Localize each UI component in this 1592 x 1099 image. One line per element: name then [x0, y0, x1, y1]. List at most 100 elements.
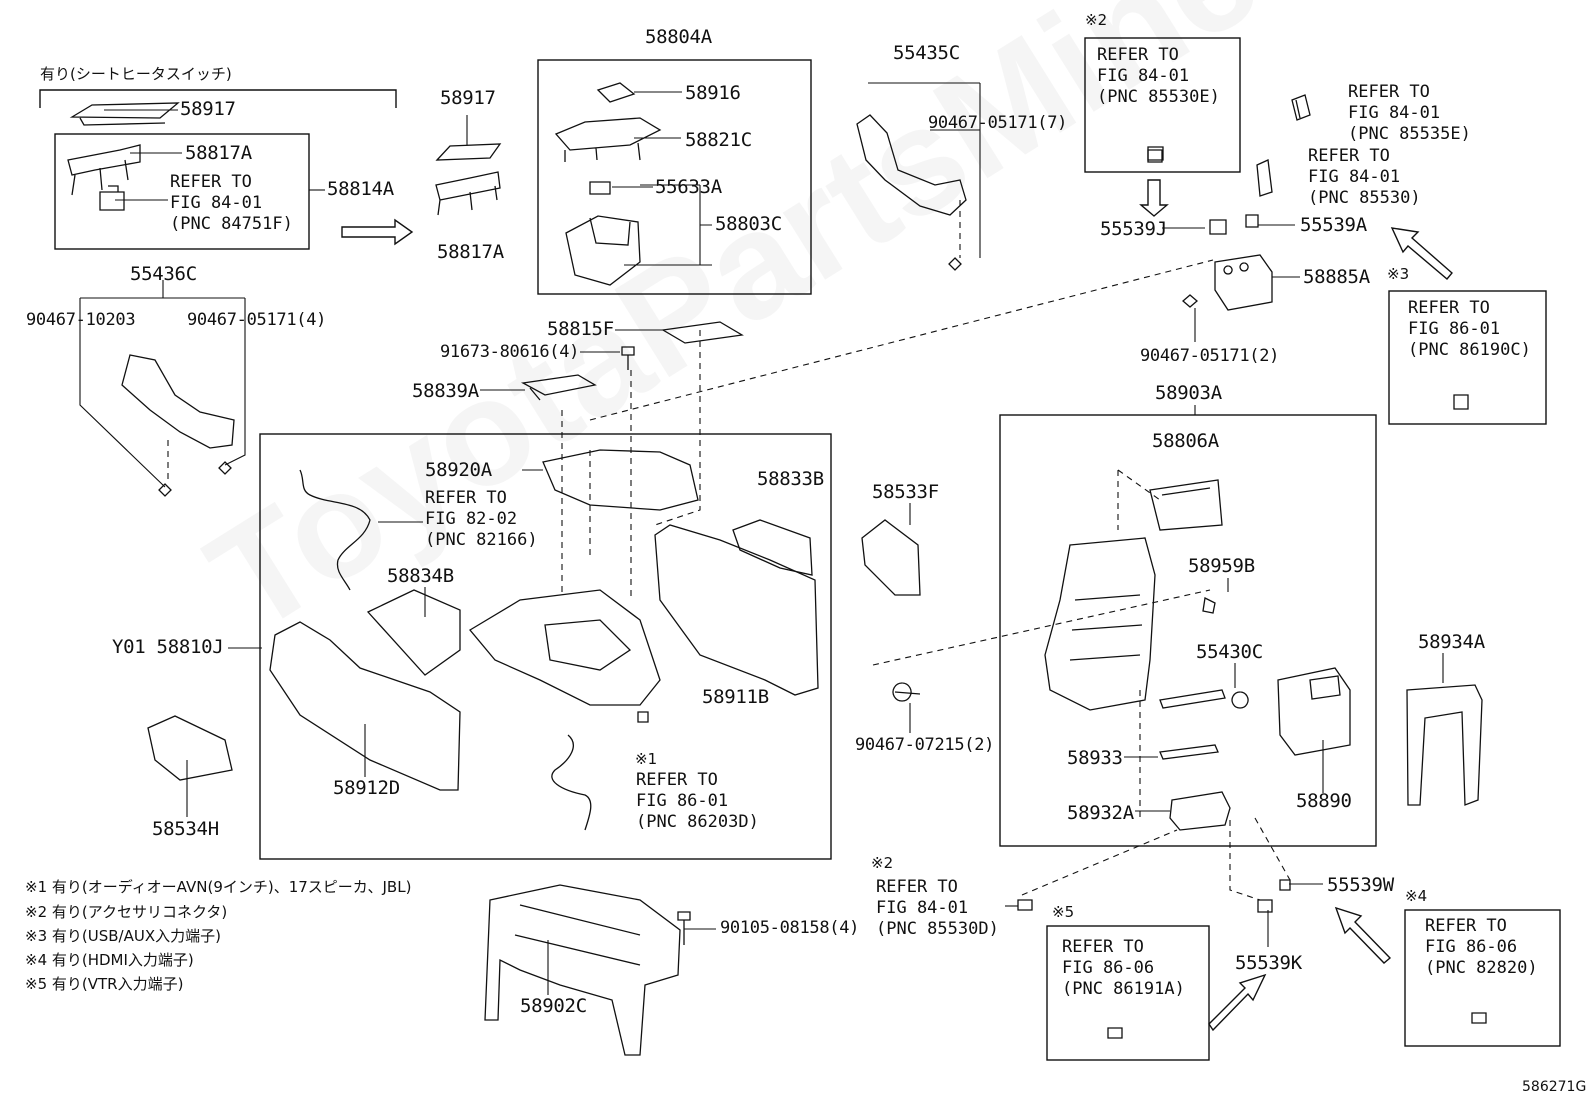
ref-line: REFER TO	[1425, 916, 1507, 936]
part-label-58934A[interactable]: 58934A	[1418, 631, 1485, 653]
part-label-58817A-box[interactable]: 58817A	[185, 142, 252, 164]
ref-line: REFER TO	[876, 877, 958, 897]
ref-line: FIG 86-01	[1408, 319, 1501, 339]
ref-line: REFER TO	[1308, 146, 1390, 166]
part-label-90467-05171-7[interactable]: 90467-05171(7)	[928, 113, 1068, 133]
ref-line: (PNC 84751F)	[170, 214, 293, 234]
part-label-55430C[interactable]: 55430C	[1196, 641, 1263, 663]
ref-line: (PNC 82820)	[1425, 958, 1538, 978]
ref-box-86190C	[1388, 290, 1547, 425]
header-bracket	[39, 89, 397, 108]
mark-1: ※1	[635, 750, 658, 768]
ref-line: REFER TO	[1408, 298, 1490, 318]
ref-85530D[interactable]: REFER TO FIG 84-01 (PNC 85530D)	[876, 877, 999, 940]
part-label-58933[interactable]: 58933	[1067, 747, 1123, 769]
header-note: 有り(シートヒータスイッチ)	[40, 65, 232, 83]
part-label-58885A[interactable]: 58885A	[1303, 266, 1370, 288]
mark-4: ※4	[1405, 887, 1428, 905]
ref-line: FIG 84-01	[876, 898, 969, 918]
part-label-91673-80616[interactable]: 91673-80616(4)	[440, 342, 580, 362]
ref-86190C[interactable]: REFER TO FIG 86-01 (PNC 86190C)	[1408, 298, 1531, 361]
ref-85530E[interactable]: REFER TO FIG 84-01 (PNC 85530E)	[1097, 45, 1220, 108]
legend-item: ※3 有り(USB/AUX入力端子)	[25, 927, 221, 945]
part-label-58903A[interactable]: 58903A	[1155, 382, 1222, 404]
part-label-58959B[interactable]: 58959B	[1188, 555, 1255, 577]
ref-line: FIG 86-06	[1062, 958, 1155, 978]
part-label-55539J[interactable]: 55539J	[1100, 218, 1167, 240]
part-label-58817A[interactable]: 58817A	[437, 241, 504, 263]
ref-box-85530E	[1084, 37, 1241, 173]
part-label-58814A[interactable]: 58814A	[327, 178, 394, 200]
ref-line: (PNC 86191A)	[1062, 979, 1185, 999]
part-label-58821C[interactable]: 58821C	[685, 129, 752, 151]
part-label-58804A[interactable]: 58804A	[645, 26, 712, 48]
part-label-58815F[interactable]: 58815F	[547, 318, 614, 340]
part-label-90467-10203[interactable]: 90467-10203	[26, 310, 136, 330]
ref-82166[interactable]: REFER TO FIG 82-02 (PNC 82166)	[425, 488, 538, 551]
ref-line: FIG 84-01	[1348, 103, 1441, 123]
part-label-58839A[interactable]: 58839A	[412, 380, 479, 402]
group-box-58814A	[54, 133, 310, 250]
part-label-58533F[interactable]: 58533F	[872, 481, 939, 503]
ref-85530[interactable]: REFER TO FIG 84-01 (PNC 85530)	[1308, 146, 1421, 209]
part-label-58920A[interactable]: 58920A	[425, 459, 492, 481]
ref-line: (PNC 85530)	[1308, 188, 1421, 208]
arrow-usb	[1390, 227, 1453, 280]
ref-line: FIG 86-01	[636, 791, 729, 811]
part-label-55435C[interactable]: 55435C	[893, 42, 960, 64]
part-label-58916[interactable]: 58916	[685, 82, 741, 104]
ref-line: FIG 84-01	[1097, 66, 1190, 86]
figure-code: 586271G	[1522, 1079, 1587, 1095]
ref-line: (PNC 82166)	[425, 530, 538, 550]
group-box-58804A	[537, 59, 812, 295]
ref-line: REFER TO	[170, 172, 252, 192]
ref-82820[interactable]: REFER TO FIG 86-06 (PNC 82820)	[1425, 916, 1538, 979]
ref-line: FIG 84-01	[170, 193, 263, 213]
arrow-down	[1139, 179, 1169, 217]
mark-3: ※3	[1387, 265, 1410, 283]
part-label-55633A[interactable]: 55633A	[655, 176, 722, 198]
ref-line: (PNC 86203D)	[636, 812, 759, 832]
part-label-58902C[interactable]: 58902C	[520, 995, 587, 1017]
ref-85535E[interactable]: REFER TO FIG 84-01 (PNC 85535E)	[1348, 82, 1471, 145]
part-label-58534H[interactable]: 58534H	[152, 818, 219, 840]
part-label-58834B[interactable]: 58834B	[387, 565, 454, 587]
ref-86191A[interactable]: REFER TO FIG 86-06 (PNC 86191A)	[1062, 937, 1185, 1000]
ref-line: REFER TO	[636, 770, 718, 790]
part-label-58917-right[interactable]: 58917	[440, 87, 496, 109]
part-label-55539K[interactable]: 55539K	[1235, 952, 1302, 974]
mark-2-top: ※2	[1085, 11, 1108, 29]
part-label-58912D[interactable]: 58912D	[333, 777, 400, 799]
ref-line: REFER TO	[1097, 45, 1179, 65]
ref-line: FIG 84-01	[1308, 167, 1401, 187]
part-label-90467-05171-4[interactable]: 90467-05171(4)	[187, 310, 327, 330]
part-label-55539W[interactable]: 55539W	[1327, 874, 1394, 896]
part-label-58803C[interactable]: 58803C	[715, 213, 782, 235]
arrow-hdmi	[1334, 906, 1392, 964]
ref-line: (PNC 85535E)	[1348, 124, 1471, 144]
part-label-58890[interactable]: 58890	[1296, 790, 1352, 812]
arrow-right	[341, 218, 414, 246]
mark-5: ※5	[1052, 903, 1075, 921]
part-label-90467-07215[interactable]: 90467-07215(2)	[855, 735, 995, 755]
group-box-58810J	[259, 433, 832, 860]
part-label-58917-left[interactable]: 58917	[180, 98, 236, 120]
part-label-55436C[interactable]: 55436C	[130, 263, 197, 285]
part-label-90105-08158[interactable]: 90105-08158(4)	[720, 918, 860, 938]
part-label-58806A[interactable]: 58806A	[1152, 430, 1219, 452]
part-label-Y01-58810J[interactable]: Y01 58810J	[112, 636, 224, 658]
part-label-58833B[interactable]: 58833B	[757, 468, 824, 490]
part-label-55539A[interactable]: 55539A	[1300, 214, 1367, 236]
group-box-58903A	[999, 414, 1377, 847]
ref-line: FIG 86-06	[1425, 937, 1518, 957]
part-label-58932A[interactable]: 58932A	[1067, 802, 1134, 824]
part-label-58911B[interactable]: 58911B	[702, 686, 769, 708]
ref-84751F[interactable]: REFER TO FIG 84-01 (PNC 84751F)	[170, 172, 293, 235]
ref-86203D[interactable]: REFER TO FIG 86-01 (PNC 86203D)	[636, 770, 759, 833]
part-label-90467-05171-2[interactable]: 90467-05171(2)	[1140, 346, 1280, 366]
ref-box-86191A	[1046, 925, 1210, 1061]
ref-line: (PNC 85530E)	[1097, 87, 1220, 107]
legend-item: ※2 有り(アクセサリコネクタ)	[25, 903, 228, 921]
legend-item: ※4 有り(HDMI入力端子)	[25, 951, 194, 969]
